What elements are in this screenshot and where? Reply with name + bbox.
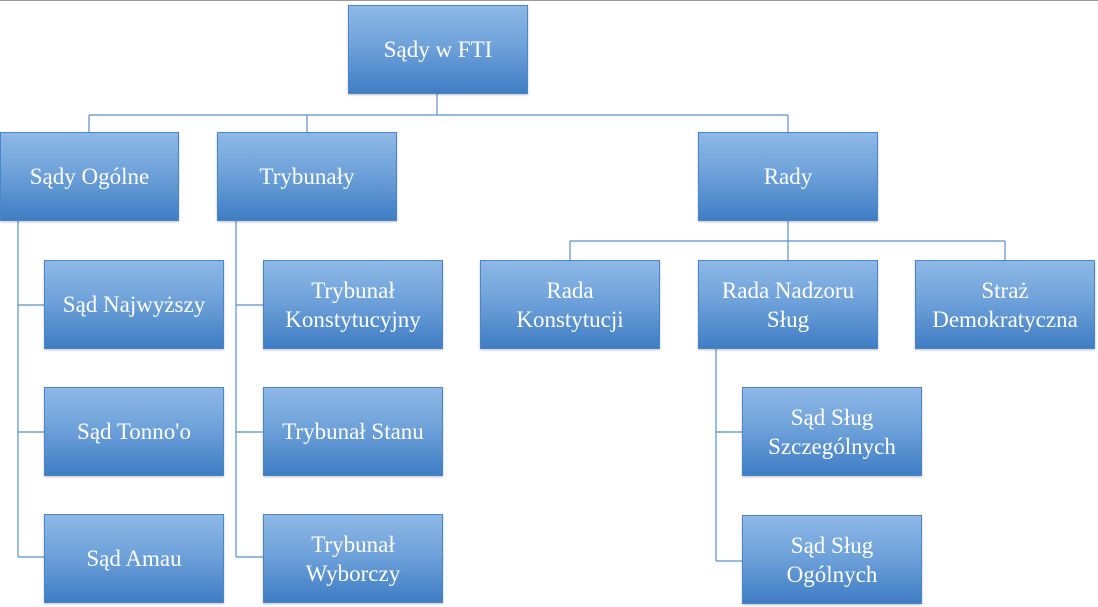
node-trybunal-stanu: Trybunał Stanu [263, 387, 443, 476]
top-border-line [0, 0, 1098, 1]
node-sad-slug-ogolnych: Sąd Sług Ogólnych [742, 515, 922, 604]
node-rada-konstytucji: Rada Konstytucji [480, 260, 660, 349]
node-trybunaly: Trybunały [217, 132, 397, 221]
node-sad-amau: Sąd Amau [44, 514, 224, 603]
node-trybunal-konstytucyjny: Trybunał Konstytucyjny [263, 260, 443, 349]
node-sady-ogolne: Sądy Ogólne [0, 132, 179, 221]
node-root: Sądy w FTI [348, 5, 528, 94]
node-sad-slug-szczegolnych: Sąd Sług Szczególnych [742, 387, 922, 476]
node-rady: Rady [698, 132, 878, 221]
node-straz-demokratyczna: Straż Demokratyczna [915, 260, 1095, 349]
node-sad-tonnoo: Sąd Tonno'o [44, 387, 224, 476]
node-sad-najwyzszy: Sąd Najwyższy [44, 260, 224, 349]
node-rada-nadzoru-slug: Rada Nadzoru Sług [698, 260, 878, 349]
node-trybunal-wyborczy: Trybunał Wyborczy [263, 514, 443, 603]
